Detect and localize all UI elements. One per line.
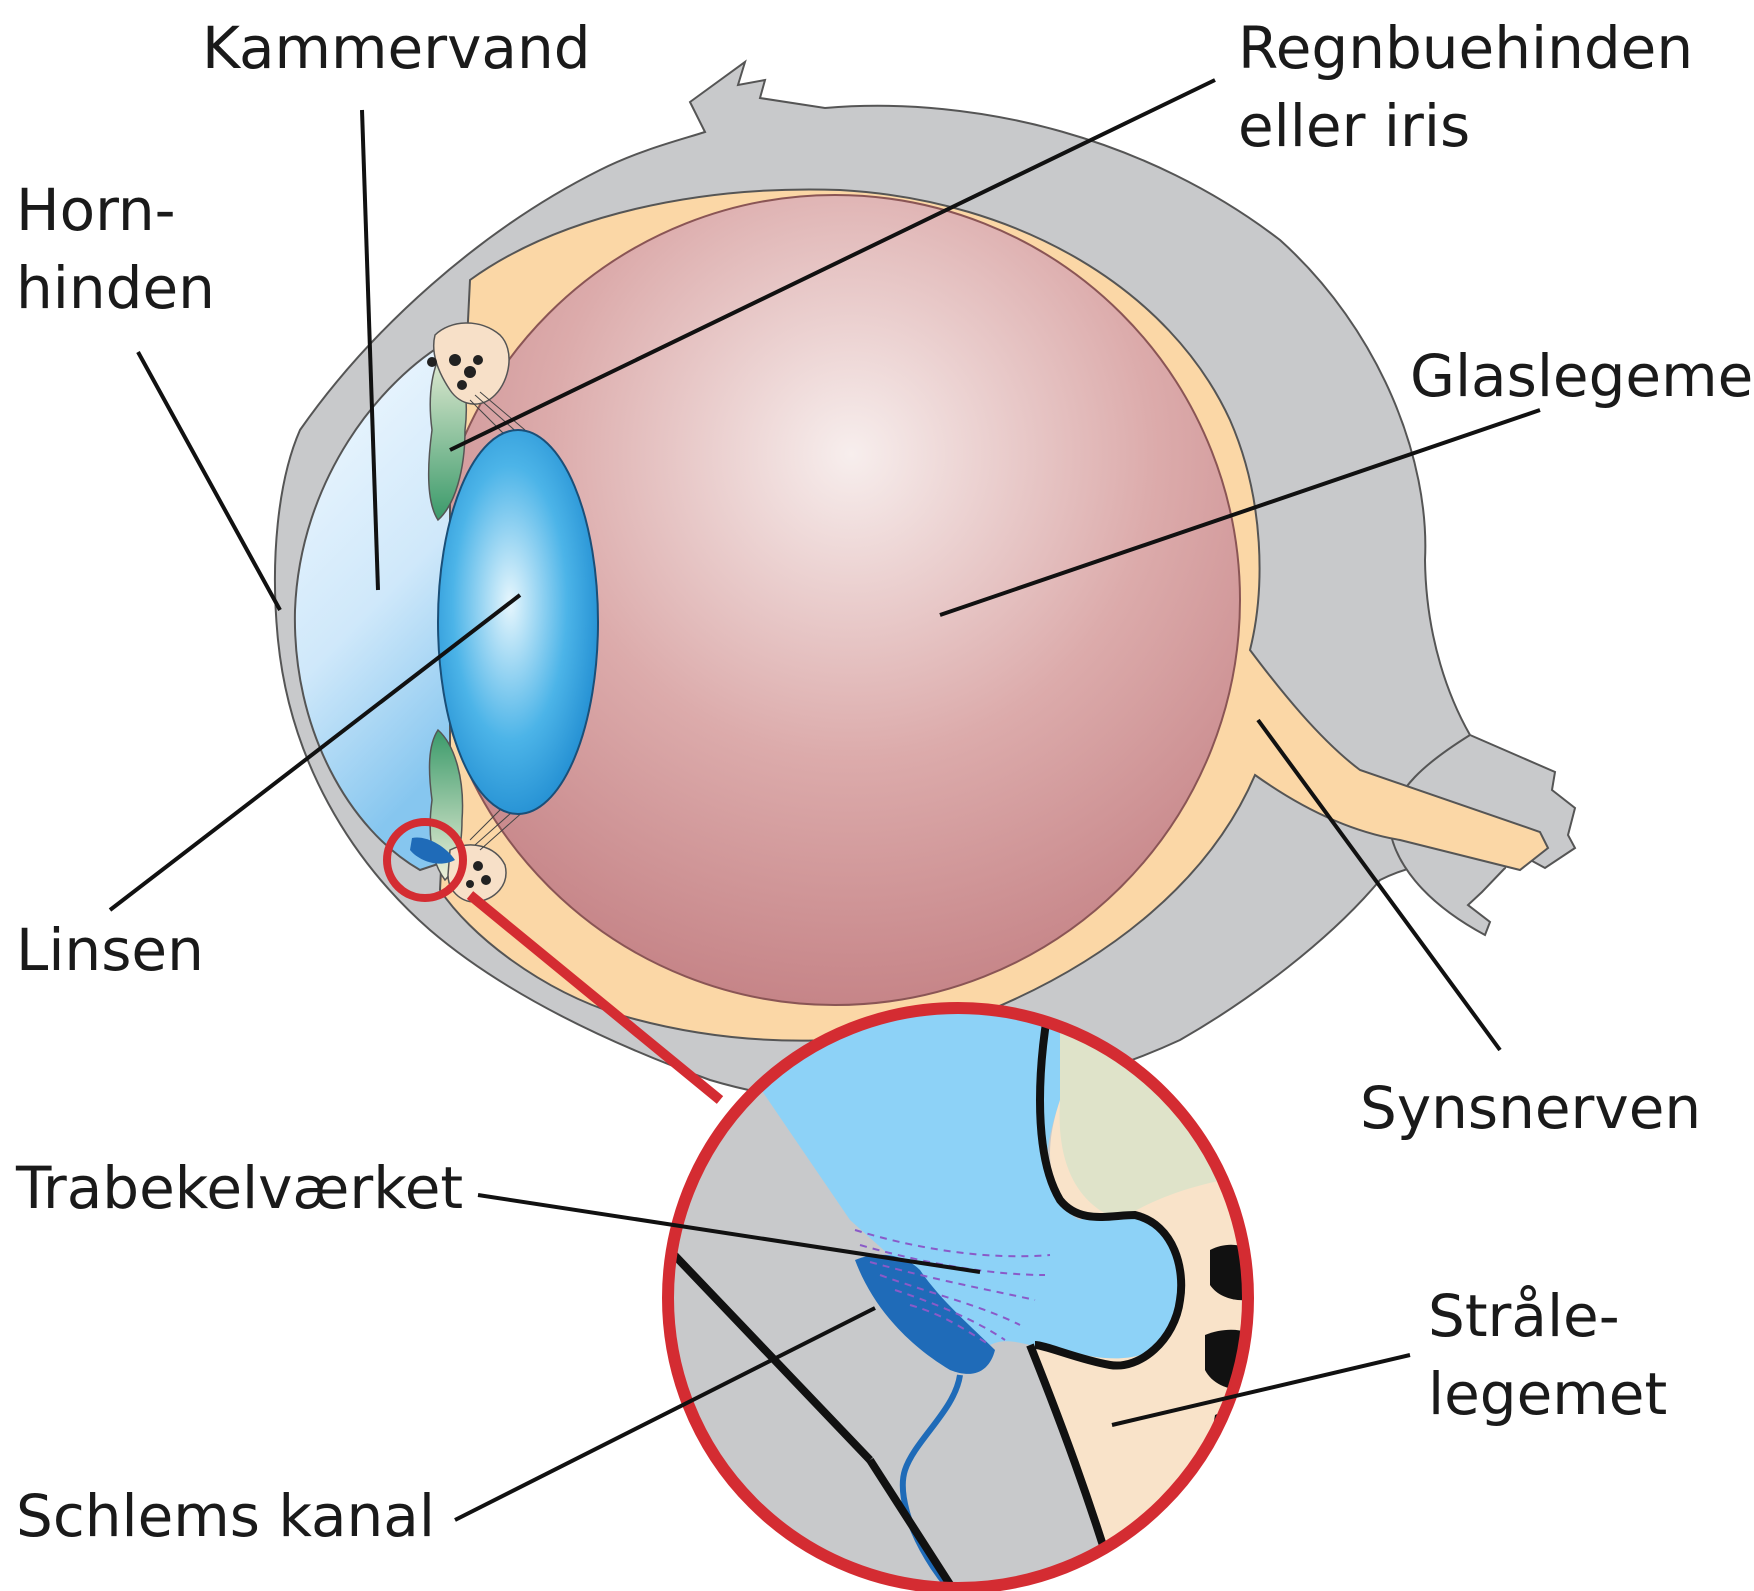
label-straalelegemet-line1: Stråle- bbox=[1428, 1278, 1620, 1354]
label-hornhinden-line1: Horn- bbox=[16, 172, 176, 248]
label-regnbuehinden-line2: eller iris bbox=[1238, 88, 1470, 164]
label-hornhinden-line2: hinden bbox=[16, 250, 215, 326]
label-regnbuehinden-line1: Regnbuehinden bbox=[1238, 10, 1693, 86]
label-straalelegemet-line2: legemet bbox=[1428, 1356, 1667, 1432]
zoom-detail bbox=[660, 1000, 1265, 1591]
label-glaslegeme: Glaslegeme bbox=[1410, 338, 1753, 414]
label-trabekelvaerket: Trabekelværket bbox=[16, 1150, 463, 1226]
label-schlems-kanal: Schlems kanal bbox=[16, 1478, 435, 1554]
leader-hornhinden bbox=[138, 352, 280, 610]
label-synsnerven: Synsnerven bbox=[1360, 1070, 1701, 1146]
lens bbox=[438, 430, 598, 814]
label-kammervand: Kammervand bbox=[202, 10, 591, 86]
label-linsen: Linsen bbox=[16, 912, 204, 988]
